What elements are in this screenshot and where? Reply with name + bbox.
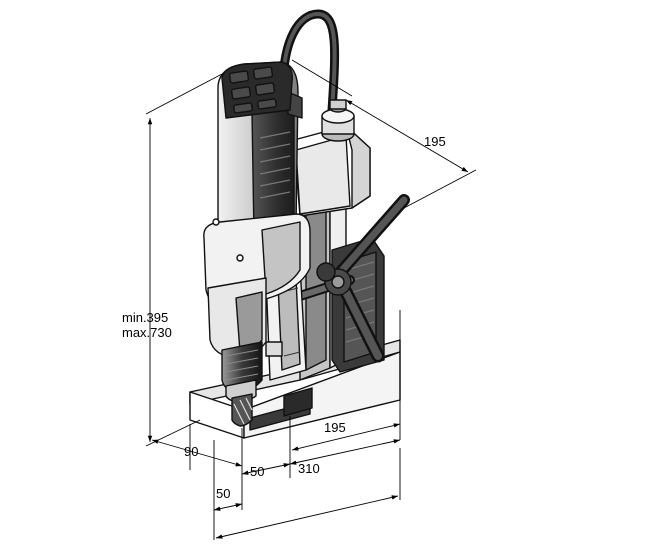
dimension-labels: 195 min.395 max.730 195 90 50 310 50 xyxy=(122,134,446,501)
dim-base-195-label: 195 xyxy=(324,420,346,435)
dim-front-90-label: 90 xyxy=(184,444,198,459)
dim-spindle-50-label: 50 xyxy=(250,464,264,479)
dim-front-50-label: 50 xyxy=(216,486,230,501)
depth-knob xyxy=(321,99,355,142)
dim-base-310-label: 310 xyxy=(298,461,320,476)
dim-height-max-label: max.730 xyxy=(122,325,172,340)
drill-illustration xyxy=(189,9,410,439)
control-keypad xyxy=(221,61,293,119)
chuck-and-cutter xyxy=(221,341,263,427)
dim-top-195-label: 195 xyxy=(424,134,446,149)
dimension-lines xyxy=(145,59,477,540)
feed-handle xyxy=(295,194,410,363)
dim-height-min-label: min.395 xyxy=(122,310,168,325)
